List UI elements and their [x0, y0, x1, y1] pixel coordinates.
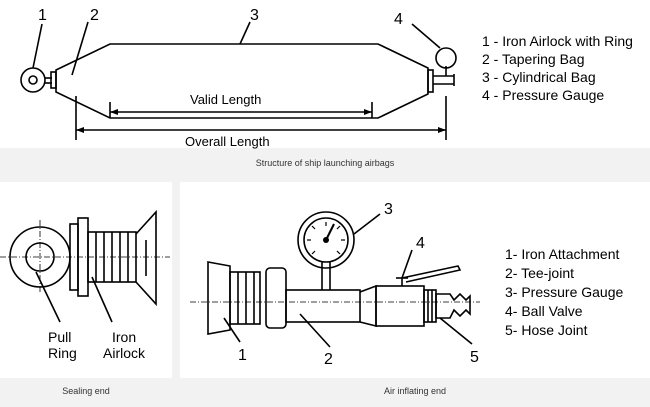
air-inflating-end-caption: Air inflating end — [383, 386, 447, 396]
top-caption-strip — [0, 148, 650, 182]
pull-ring-label-line1: Pull — [48, 329, 71, 345]
inflating-callout-3: 3 — [384, 201, 393, 218]
pressure-gauge-dial — [435, 47, 457, 69]
left-airlock-ring — [20, 67, 46, 93]
airbag-body-outline — [55, 43, 429, 119]
top-legend-item-4: 4 - Pressure Gauge — [482, 87, 605, 103]
callout-1: 1 — [38, 7, 47, 24]
iron-airlock-label-line2: Airlock — [103, 345, 146, 361]
left-airlock-ring-inner — [28, 75, 38, 85]
inflating-legend-item-3: 3- Pressure Gauge — [505, 284, 624, 300]
inflating-legend-item-2: 2- Tee-joint — [505, 265, 575, 281]
bottom-caption-strip — [0, 378, 650, 407]
top-caption: Structure of ship launching airbags — [255, 158, 395, 168]
panel-divider — [172, 182, 180, 407]
air-inflating-end-diagram: 1 2 3 4 5 — [190, 201, 480, 368]
inflating-legend-item-5: 5- Hose Joint — [505, 322, 588, 338]
overall-length-label: Overall Length — [185, 134, 270, 149]
valid-length-label: Valid Length — [190, 92, 261, 107]
top-legend-item-2: 2 - Tapering Bag — [482, 51, 585, 67]
inflating-callout-1: 1 — [238, 347, 247, 364]
pull-ring-label-line2: Ring — [48, 345, 77, 361]
right-airlock-flange — [427, 69, 434, 93]
inflating-legend-item-4: 4- Ball Valve — [505, 303, 583, 319]
sealing-end-diagram: Pull Ring Iron Airlock — [0, 209, 170, 361]
gauge-dial-outer — [297, 211, 355, 269]
callout-4: 4 — [394, 11, 403, 28]
inflating-callout-5: 5 — [470, 349, 479, 366]
inflating-legend-item-1: 1- Iron Attachment — [505, 246, 620, 262]
callout-3: 3 — [250, 7, 259, 24]
airbag-structure-diagram: 1 2 3 4 Valid Length Overall Length — [20, 7, 457, 149]
inflating-callout-2: 2 — [324, 351, 333, 368]
top-legend-item-3: 3 - Cylindrical Bag — [482, 69, 596, 85]
iron-airlock-label-line1: Iron — [112, 329, 136, 345]
sealing-end-caption: Sealing end — [62, 386, 110, 396]
inflating-callout-4: 4 — [416, 235, 425, 252]
gauge-dial-inner — [303, 217, 349, 263]
callout-2: 2 — [90, 7, 99, 24]
top-legend-item-1: 1 - Iron Airlock with Ring — [482, 33, 633, 49]
